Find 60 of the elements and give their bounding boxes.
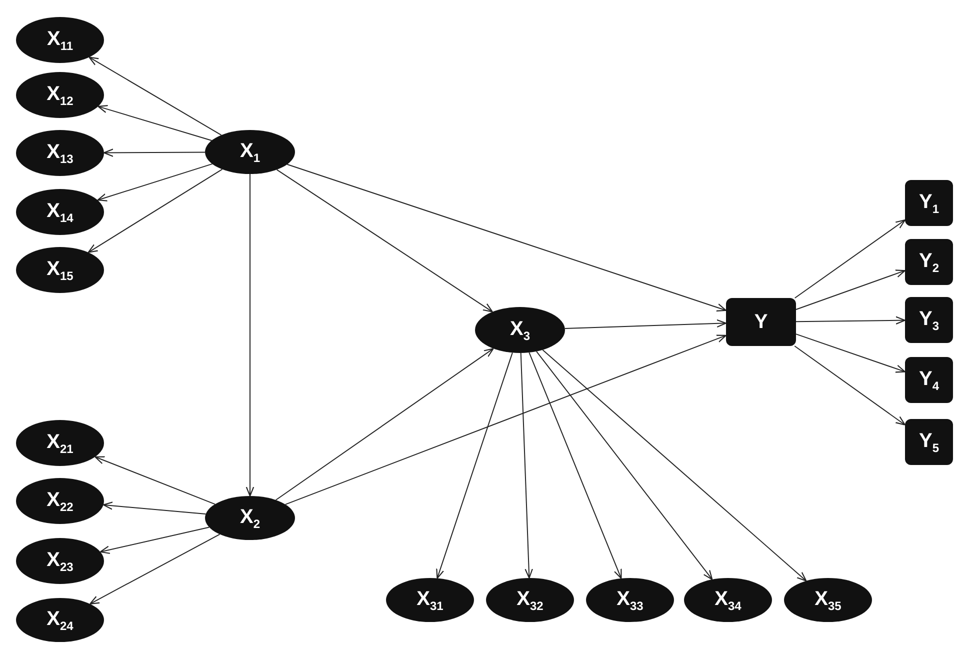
arrow [564,319,727,329]
variable-label: Y$_{1}$ [918,190,940,216]
variable-box [905,239,953,285]
variable-ellipse [16,538,104,584]
variable-label: X$_{3}$ [510,318,530,342]
arrow [275,348,494,500]
variable-label: X$_{34}$ [714,588,742,612]
arrow [794,346,906,426]
arrow [536,350,713,580]
variable-label: Y$_{4}$ [918,368,940,392]
variable-box [905,180,953,226]
variable-box [905,357,953,403]
arrow [520,352,533,579]
arrow [284,334,727,505]
arrow [276,169,493,312]
arrow [100,526,210,554]
arrow [436,352,513,579]
arrow [286,164,727,312]
arrow [102,502,206,515]
variable-label: X$_{14}$ [46,200,74,224]
variable-label: X$_{2}$ [240,506,260,530]
arrow [794,219,906,298]
variable-label: X$_{35}$ [814,588,842,612]
variable-label: X$_{22}$ [46,488,74,514]
arrow [98,105,212,141]
variable-label: X$_{11}$ [46,28,74,52]
variable-label: Y$_{5}$ [918,430,940,454]
arrow [88,56,222,136]
variable-label: X$_{32}$ [516,588,544,612]
variable-box [726,298,796,346]
arrow [542,349,807,582]
arrow [796,316,906,325]
variable-ellipse [205,496,295,540]
variable-ellipse [16,72,104,118]
arrow [796,270,906,310]
arrow [89,534,220,604]
arrow [246,174,254,497]
arrow [94,456,216,505]
variable-label: Y [754,310,768,334]
arrow [88,168,223,253]
variable-label: Y$_{3}$ [918,308,940,332]
variable-label: X$_{23}$ [46,548,74,574]
variable-label: X$_{1}$ [240,140,260,164]
variable-ellipse [205,130,295,174]
variable-box [905,419,953,465]
variable-box [905,297,953,343]
arrow [103,148,206,157]
variable-label: X$_{12}$ [46,82,74,108]
variable-label: X$_{24}$ [46,608,74,632]
variable-label: X$_{33}$ [616,588,644,612]
variable-label: X$_{31}$ [416,588,444,612]
variable-ellipse [16,189,104,235]
variable-label: Y$_{2}$ [918,250,940,274]
arrow [97,163,213,202]
variable-label: X$_{13}$ [46,140,74,166]
variable-label: X$_{15}$ [46,258,74,282]
variable-ellipse [16,420,104,466]
arrow [528,352,622,579]
variable-label: X$_{21}$ [46,430,74,456]
arrow [796,334,906,373]
